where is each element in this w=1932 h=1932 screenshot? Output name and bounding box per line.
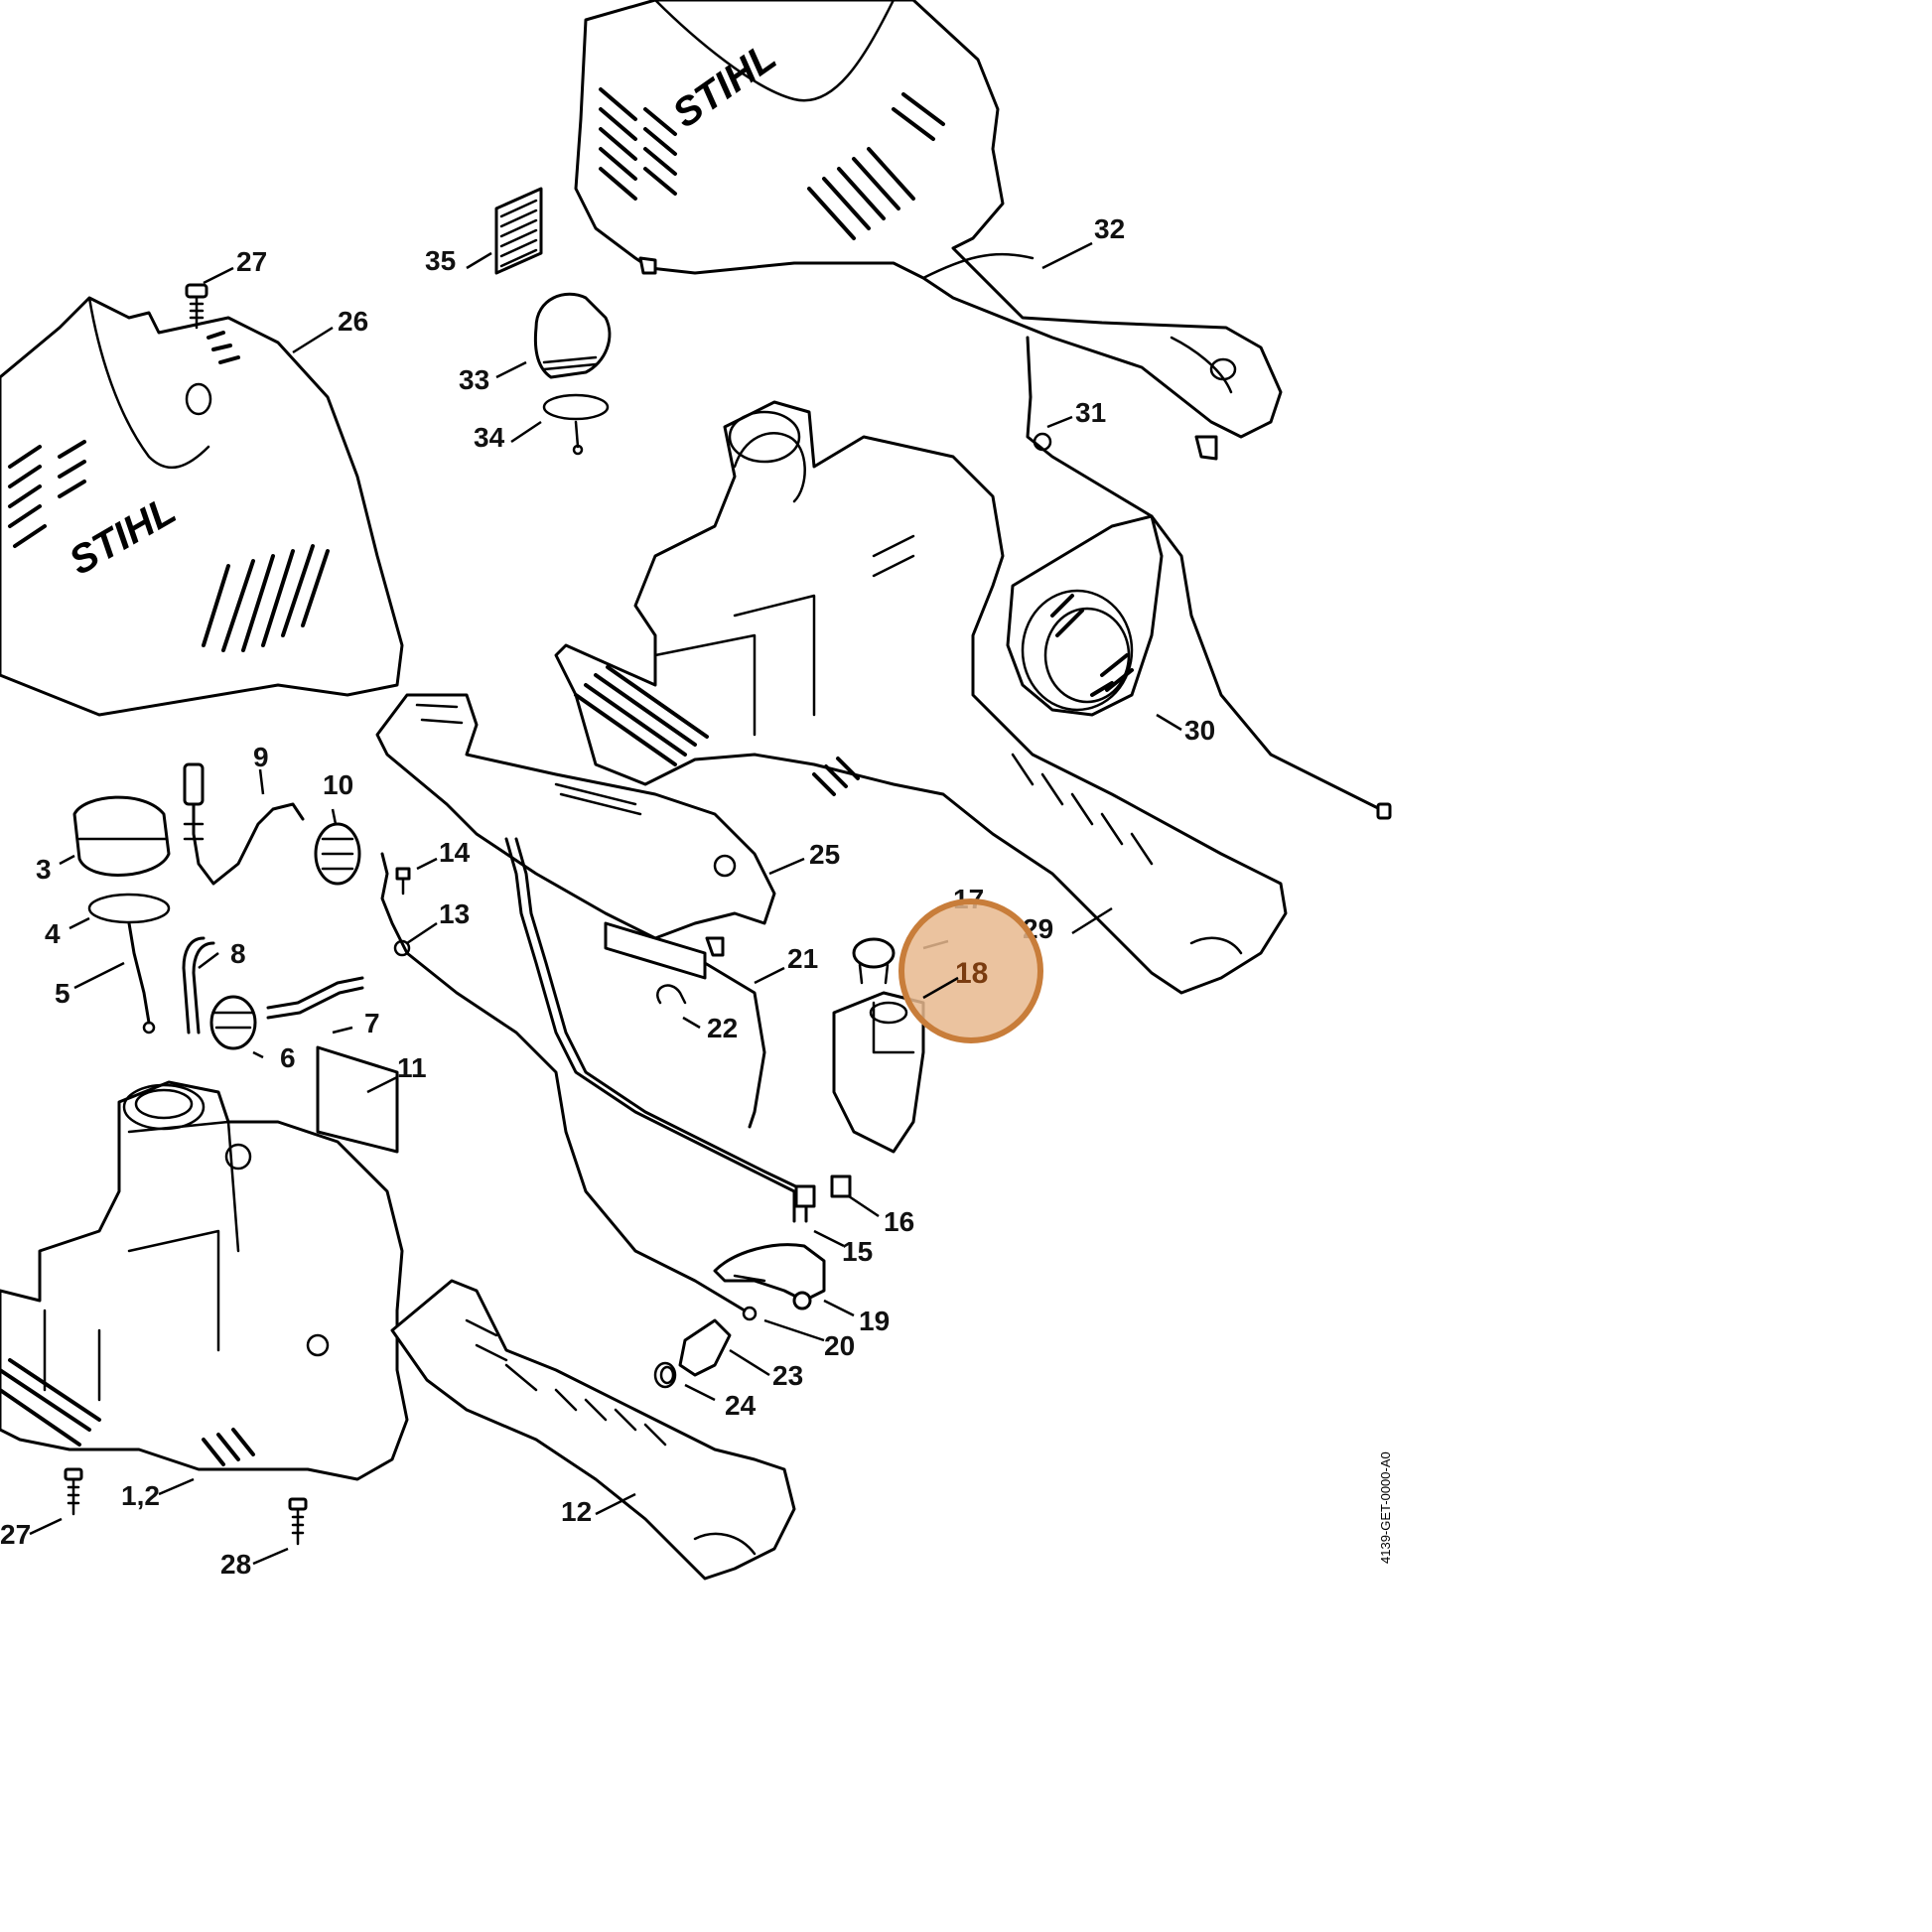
part-31-cable[interactable]: [1026, 336, 1392, 820]
part-4-o-ring[interactable]: [87, 893, 171, 924]
part-13-throttle-cable[interactable]: [380, 852, 758, 1321]
part-23-lever[interactable]: [678, 1318, 732, 1377]
callout-11: 11: [397, 1052, 427, 1083]
part-1-2-main-housing[interactable]: [0, 1080, 409, 1481]
callout-23: 23: [772, 1360, 803, 1391]
callout-6: 6: [280, 1042, 296, 1073]
part-14-screw[interactable]: [395, 867, 411, 896]
part-6-primer[interactable]: [209, 995, 257, 1050]
callout-27b: 27: [0, 1519, 31, 1550]
part-18-switch-housing[interactable]: [832, 991, 925, 1154]
highlight-circle[interactable]: [898, 898, 1043, 1043]
part-27-screw-bottom[interactable]: [64, 1467, 83, 1516]
part-21-slider[interactable]: [604, 921, 766, 1129]
callout-7: 7: [364, 1008, 380, 1038]
callout-24: 24: [725, 1390, 757, 1421]
callout-28: 28: [220, 1549, 251, 1580]
part-19-trigger[interactable]: [713, 1243, 826, 1311]
callout-25: 25: [809, 839, 840, 870]
callout-labels: 27 26 35 32 33 34 31 30 9 10 3 4 5 8 6 7…: [0, 213, 1215, 1580]
callout-31: 31: [1075, 397, 1106, 428]
callout-27a: 27: [236, 246, 267, 277]
callout-26: 26: [338, 306, 368, 337]
part-5-pickup[interactable]: [127, 921, 156, 1035]
callout-3: 3: [36, 854, 52, 885]
callout-20: 20: [824, 1330, 855, 1361]
part-12-lower-handle[interactable]: [390, 1279, 796, 1581]
callout-14: 14: [439, 837, 471, 868]
part-17-button[interactable]: [852, 937, 896, 985]
part-25-handle-shell[interactable]: [375, 693, 776, 957]
callout-32: 32: [1094, 213, 1125, 244]
part-28-screw[interactable]: [288, 1497, 308, 1546]
part-34-o-ring[interactable]: [542, 393, 610, 456]
callout-13: 13: [439, 898, 470, 929]
part-11-plate[interactable]: [316, 1045, 399, 1154]
part-16-connector[interactable]: [794, 1174, 852, 1208]
callout-5: 5: [55, 978, 70, 1009]
part-3-tank-cap[interactable]: [72, 795, 171, 877]
part-22-clip[interactable]: [656, 984, 687, 1005]
callout-10: 10: [323, 769, 353, 800]
callout-19: 19: [859, 1306, 890, 1336]
part-24-spring[interactable]: [653, 1361, 677, 1389]
part-7-hose[interactable]: [266, 976, 364, 1020]
part-35-filter[interactable]: [494, 187, 543, 275]
callout-35: 35: [425, 245, 456, 276]
part-32-top-cover[interactable]: STIHL: [574, 0, 1283, 461]
callout-9: 9: [253, 742, 269, 772]
part-30-fan-housing[interactable]: [1006, 514, 1164, 717]
callout-16: 16: [884, 1206, 914, 1237]
part-9-fuel-hose[interactable]: [183, 762, 305, 886]
callout-30: 30: [1184, 715, 1215, 746]
part-27-screw-top[interactable]: [185, 283, 208, 330]
part-33-cap[interactable]: [533, 292, 612, 379]
document-reference: 4139-GET-0000-A0: [1378, 1451, 1393, 1564]
part-29-housing[interactable]: [554, 400, 1288, 995]
callout-21: 21: [787, 943, 818, 974]
highlight-marker-part-18[interactable]: 18: [898, 898, 1043, 1043]
highlight-label: 18: [955, 957, 988, 990]
part-15-wiring-harness[interactable]: [504, 837, 808, 1223]
callout-8: 8: [230, 938, 246, 969]
callout-1-2: 1,2: [121, 1480, 160, 1511]
callout-4: 4: [45, 918, 61, 949]
callout-15: 15: [842, 1236, 873, 1267]
part-26-rear-cover[interactable]: STIHL: [0, 296, 404, 717]
callout-33: 33: [459, 364, 489, 395]
part-8-hose[interactable]: [182, 936, 215, 1035]
callout-12: 12: [561, 1496, 592, 1527]
part-10-fuel-filter[interactable]: [314, 822, 361, 886]
callout-34: 34: [474, 422, 505, 453]
callout-22: 22: [707, 1013, 738, 1043]
